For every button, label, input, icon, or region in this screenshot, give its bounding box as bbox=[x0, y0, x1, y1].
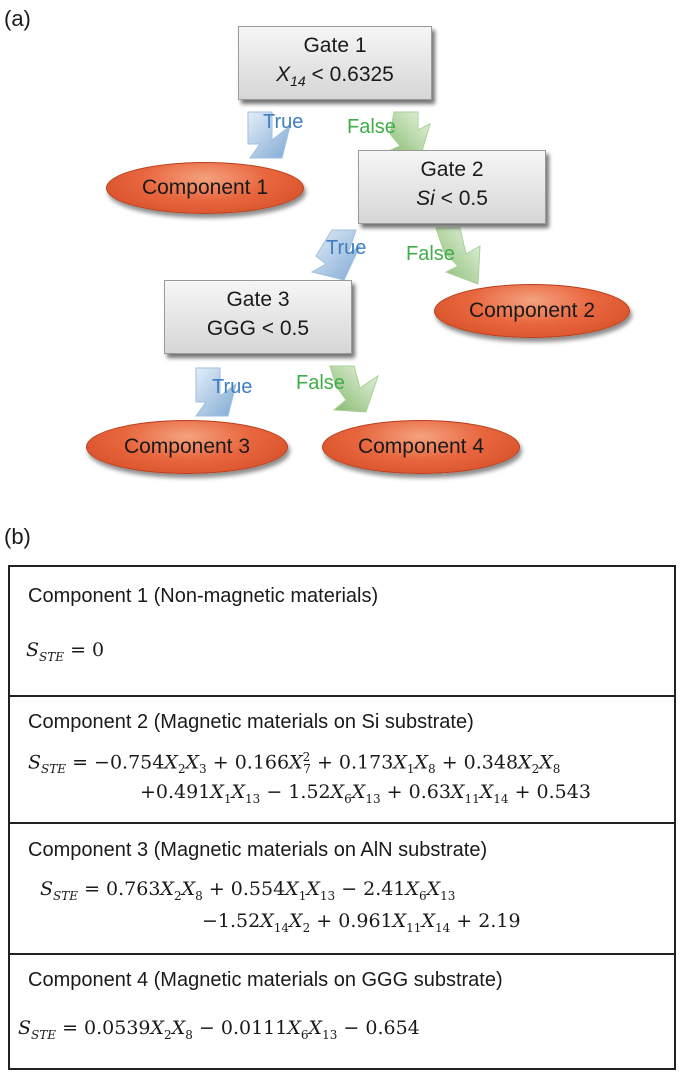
component-3-equation-line-2: −1.52X14X2 + 0.961X11X14 + 2.19 bbox=[202, 910, 521, 935]
component-4-equation: SSTE = 0.0539X2X8 − 0.0111X6X13 − 0.654 bbox=[18, 1017, 420, 1042]
component-2-row: Component 2 (Magnetic materials on Si su… bbox=[10, 695, 674, 822]
gate-1: Gate 1 X14 < 0.6325 bbox=[238, 26, 432, 100]
gate-3-condition: GGG < 0.5 bbox=[206, 317, 310, 340]
component-2-equation-line-1: SSTE = −0.754X2X3 + 0.166X27 + 0.173X1X8… bbox=[28, 750, 561, 777]
gate-2-title: Gate 2 bbox=[420, 158, 484, 181]
component-1-node: Component 1 bbox=[106, 162, 304, 214]
component-4-row: Component 4 (Magnetic materials on GGG s… bbox=[10, 953, 674, 1068]
arrow-layer bbox=[195, 111, 481, 417]
gate-2: Gate 2 Si < 0.5 bbox=[358, 150, 546, 224]
false-arrow-3 bbox=[329, 365, 379, 413]
false-label-2: False bbox=[406, 243, 455, 265]
component-2-title: Component 2 (Magnetic materials on Si su… bbox=[28, 711, 474, 733]
component-2-node: Component 2 bbox=[434, 284, 630, 338]
gate-1-condition: X14 < 0.6325 bbox=[276, 63, 394, 90]
component-2-equation-line-2: +0.491X1X13 − 1.52X6X13 + 0.63X11X14 + 0… bbox=[140, 781, 591, 806]
component-table: Component 1 (Non-magnetic materials) SST… bbox=[8, 565, 676, 1070]
component-4-title: Component 4 (Magnetic materials on GGG s… bbox=[28, 969, 503, 991]
gate-1-title: Gate 1 bbox=[303, 34, 367, 57]
decision-tree: Gate 1 X14 < 0.6325 Gate 2 Si < 0.5 Gate… bbox=[0, 0, 685, 500]
false-arrow-2 bbox=[435, 227, 481, 285]
false-label-1: False bbox=[347, 116, 396, 138]
panel-b-label: (b) bbox=[4, 524, 31, 549]
true-label-2: True bbox=[326, 237, 367, 259]
true-arrow-3 bbox=[195, 367, 237, 417]
gate-3-title: Gate 3 bbox=[226, 288, 290, 311]
component-3-equation-line-1: SSTE = 0.763X2X8 + 0.554X1X13 − 2.41X6X1… bbox=[40, 878, 456, 903]
component-4-node: Component 4 bbox=[322, 420, 520, 474]
component-1-row: Component 1 (Non-magnetic materials) SST… bbox=[10, 567, 674, 695]
component-3-title: Component 3 (Magnetic materials on AlN s… bbox=[28, 839, 488, 861]
component-3-node: Component 3 bbox=[86, 420, 288, 474]
false-label-3: False bbox=[296, 372, 345, 394]
true-arrow-1 bbox=[247, 111, 291, 159]
component-1-equation: SSTE = 0 bbox=[26, 639, 105, 664]
component-3-row: Component 3 (Magnetic materials on AlN s… bbox=[10, 822, 674, 953]
true-label-1: True bbox=[263, 111, 304, 133]
panel-a-label: (a) bbox=[4, 6, 31, 31]
gate-3: Gate 3 GGG < 0.5 bbox=[164, 280, 352, 354]
gate-2-condition: Si < 0.5 bbox=[416, 187, 488, 210]
component-1-title: Component 1 (Non-magnetic materials) bbox=[28, 585, 379, 607]
true-label-3: True bbox=[212, 376, 253, 398]
